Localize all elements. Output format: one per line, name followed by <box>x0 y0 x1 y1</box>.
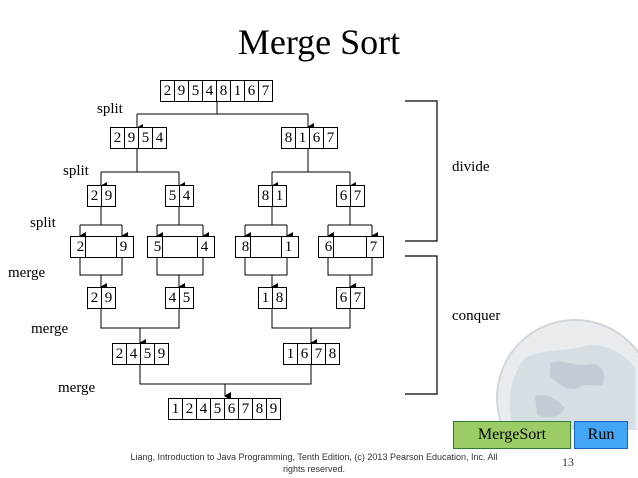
mergesort-button[interactable]: MergeSort <box>453 421 571 449</box>
array-cell: 7 <box>350 288 364 308</box>
split-label: split <box>63 163 89 179</box>
single-elements-pair: 5 4 <box>147 236 215 258</box>
array-cell: 8 <box>261 188 270 204</box>
array-cell: 5 <box>188 81 202 101</box>
array-cell: 7 <box>350 186 364 206</box>
array-cell: 6 <box>339 188 348 204</box>
array-cell: 4 <box>179 186 193 206</box>
array-cell: 6 <box>297 344 311 364</box>
array-cell: 1 <box>286 346 295 362</box>
merge-label: merge <box>31 321 69 337</box>
array-cell: 4 <box>152 128 166 148</box>
single-element: 7 <box>369 239 378 255</box>
slide-title: Merge Sort <box>237 22 401 62</box>
single-element: 1 <box>284 239 293 255</box>
array-cell: 9 <box>154 344 168 364</box>
single-element: 9 <box>119 239 128 255</box>
array-cell: 6 <box>244 81 258 101</box>
array-cell: 6 <box>339 290 348 306</box>
array-cell: 5 <box>140 344 154 364</box>
array-cell: 4 <box>196 399 210 419</box>
array-cell: 4 <box>168 290 177 306</box>
array-cell: 9 <box>266 399 280 419</box>
array-cell: 8 <box>284 130 293 146</box>
single-element: 8 <box>241 239 250 255</box>
array-cell: 8 <box>252 399 266 419</box>
single-element: 6 <box>324 239 333 255</box>
array-cell: 1 <box>295 128 309 148</box>
footer-line: rights reserved. <box>282 464 346 474</box>
array-cell: 4 <box>126 344 140 364</box>
single-element: 4 <box>200 239 209 255</box>
array-cell: 2 <box>115 346 124 362</box>
array-cell: 6 <box>224 399 238 419</box>
array-cell: 5 <box>179 288 193 308</box>
merge-label: merge <box>58 380 96 396</box>
array-cell: 8 <box>272 288 286 308</box>
merge-label: merge <box>8 265 46 281</box>
footer-line: Liang, Introduction to Java Programming,… <box>130 452 498 462</box>
array-cell: 2 <box>90 290 99 306</box>
array-cell: 9 <box>124 128 138 148</box>
array-cell: 2 <box>90 188 99 204</box>
array-cell: 1 <box>272 186 286 206</box>
copyright-footer: Liang, Introduction to Java Programming,… <box>116 451 512 475</box>
split-label: split <box>30 215 56 231</box>
globe-decoration-icon <box>496 319 638 430</box>
array-cell: 6 <box>309 128 323 148</box>
array-cell: 5 <box>168 188 177 204</box>
array-cell: 8 <box>216 81 230 101</box>
array-cell: 9 <box>101 186 115 206</box>
divide-label: divide <box>452 159 490 175</box>
single-element: 2 <box>76 239 85 255</box>
array-cell: 5 <box>138 128 152 148</box>
array-cell: 7 <box>258 81 272 101</box>
single-elements-pair: 8 1 <box>235 236 299 258</box>
array-cell: 7 <box>238 399 252 419</box>
single-elements-pair: 6 7 <box>318 236 384 258</box>
array-cell: 2 <box>113 130 122 146</box>
split-label: split <box>97 101 123 117</box>
array-cell: 8 <box>325 344 339 364</box>
page-number: 13 <box>562 455 574 469</box>
array-cell: 2 <box>182 399 196 419</box>
array-cell: 1 <box>230 81 244 101</box>
array-cell: 2 <box>163 83 172 99</box>
array-cell: 1 <box>261 290 270 306</box>
run-button[interactable]: Run <box>574 421 628 449</box>
conquer-label: conquer <box>452 308 501 324</box>
array-cell: 7 <box>311 344 325 364</box>
array-cell: 1 <box>171 401 180 417</box>
single-element: 5 <box>153 239 162 255</box>
array-cell: 9 <box>101 288 115 308</box>
single-elements-pair: 2 9 <box>70 236 134 258</box>
array-cell: 5 <box>210 399 224 419</box>
array-cell: 4 <box>202 81 216 101</box>
array-cell: 7 <box>323 128 337 148</box>
array-cell: 9 <box>174 81 188 101</box>
side-brackets <box>405 100 438 395</box>
